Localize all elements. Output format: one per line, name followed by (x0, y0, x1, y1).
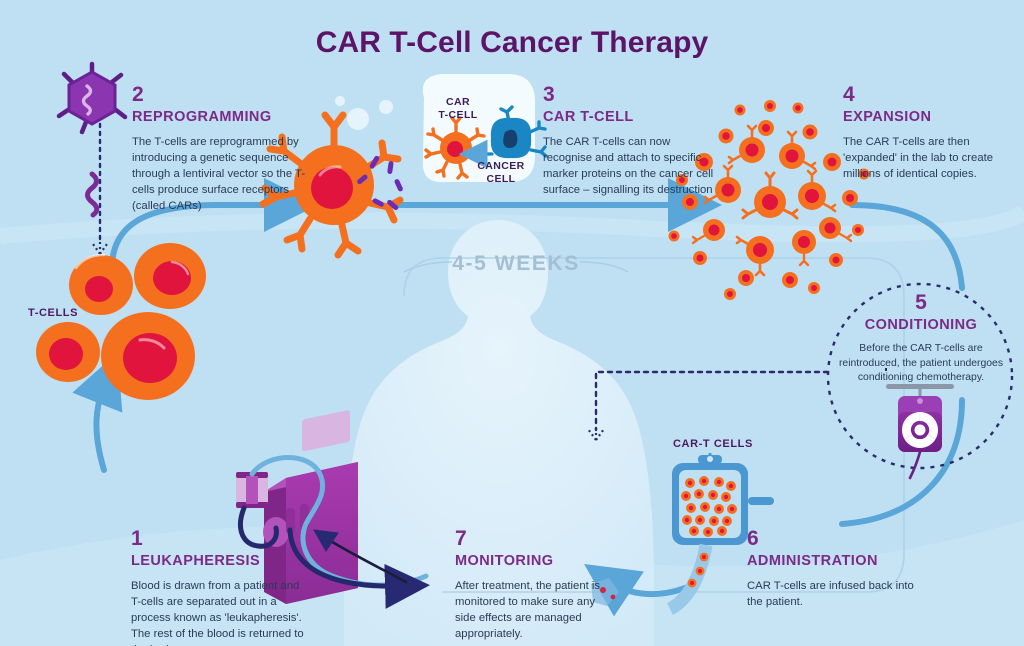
conditioning-circle (826, 282, 1014, 470)
infused-cell-icon (591, 578, 619, 606)
blood-return-arrow (287, 527, 430, 609)
label-t-cells: T-CELLS (28, 307, 79, 319)
virus-icon (56, 61, 128, 135)
flow-arrow-expansion-to-conditioning (849, 202, 965, 291)
blood-draw-arrow (313, 529, 408, 584)
step-2-number: 2 (132, 83, 144, 106)
step-1-number: 1 (131, 527, 143, 550)
step-4-body: The CAR T-cells are then 'expanded' in t… (843, 135, 994, 180)
step-5-block: 5 CONDITIONING Before the CAR T-cells ar… (838, 291, 1004, 386)
step-7-body: After treatment, the patient is monitore… (455, 579, 601, 640)
label-bubble-cancer-cell-line1: CANCER (477, 160, 525, 172)
step-1-heading: LEUKAPHERESIS (131, 553, 261, 570)
step-4-heading: EXPANSION (843, 109, 932, 126)
radiation-icon (902, 411, 939, 448)
flow-arrow-machine-to-tcells (72, 352, 123, 473)
genetic-sequence-icon (85, 171, 100, 218)
step-2-block: 2 REPROGRAMMING The T-cells are reprogra… (132, 83, 322, 214)
step-3-body: The CAR T-cells can now recognise and at… (543, 135, 714, 196)
label-car-t-cells: CAR-T CELLS (673, 438, 753, 450)
step-2-heading: REPROGRAMMING (132, 109, 272, 126)
step-5-number: 5 (915, 291, 927, 314)
interaction-bubble (422, 74, 548, 183)
step-5-body: Before the CAR T-cells are reintroduced,… (838, 342, 1004, 384)
patient-silhouette-icon (344, 220, 654, 646)
label-bubble-car-t-cell-line2: T-CELL (438, 109, 478, 122)
label-bubble-cancer-cell-line2: CELL (486, 173, 516, 186)
step-6-heading: ADMINISTRATION (747, 553, 878, 570)
step-7-number: 7 (455, 527, 467, 550)
flow-arrow-tcells-to-reprogramming (109, 178, 318, 271)
car-t-cell-icon (259, 96, 404, 259)
infusion-iv-bag-icon (666, 453, 774, 615)
step-3-block: 3 CAR T-CELL The CAR T-cells can now rec… (543, 83, 715, 198)
step-7-heading: MONITORING (455, 553, 554, 570)
label-bubble-car-t-cell: CAR T-CELL (428, 96, 488, 122)
step-4-number: 4 (843, 83, 855, 106)
step-6-body: CAR T-cells are infused back into the pa… (747, 579, 914, 608)
cells-in-bag (681, 476, 737, 537)
step-7-block: 7 MONITORING After treatment, the patien… (455, 527, 610, 642)
step-2-body: The T-cells are reprogrammed by introduc… (132, 135, 306, 212)
t-cell-icon (36, 243, 206, 400)
dotted-line-virus-to-tcell (92, 122, 108, 255)
expansion-cluster-icon (668, 100, 870, 300)
page-title: CAR T-Cell Cancer Therapy (315, 26, 709, 59)
flow-arrow-conditioning-to-administration (839, 397, 965, 527)
label-bubble-car-t-cell-line1: CAR (446, 96, 470, 108)
apheresis-machine-icon (236, 410, 430, 609)
step-5-heading: CONDITIONING (864, 317, 978, 334)
step-3-heading: CAR T-CELL (543, 109, 634, 126)
step-1-block: 1 LEUKAPHERESIS Blood is drawn from a pa… (131, 527, 311, 646)
step-1-body: Blood is drawn from a patient and T-cell… (131, 579, 304, 646)
step-4-block: 4 EXPANSION The CAR T-cells are then 'ex… (843, 83, 1003, 182)
timeline-label: 4-5 WEEKS (452, 252, 580, 275)
label-bubble-cancer-cell: CANCER CELL (462, 160, 540, 186)
cancer-cell-icon (490, 105, 548, 159)
step-6-number: 6 (747, 527, 759, 550)
flow-arrow-infusion-to-patient (584, 564, 693, 617)
chemo-iv-bag-icon (886, 384, 954, 480)
step-3-number: 3 (543, 83, 555, 106)
dotted-line-conditioning-to-patient (587, 368, 887, 441)
step-6-block: 6 ADMINISTRATION CAR T-cells are infused… (747, 527, 927, 610)
